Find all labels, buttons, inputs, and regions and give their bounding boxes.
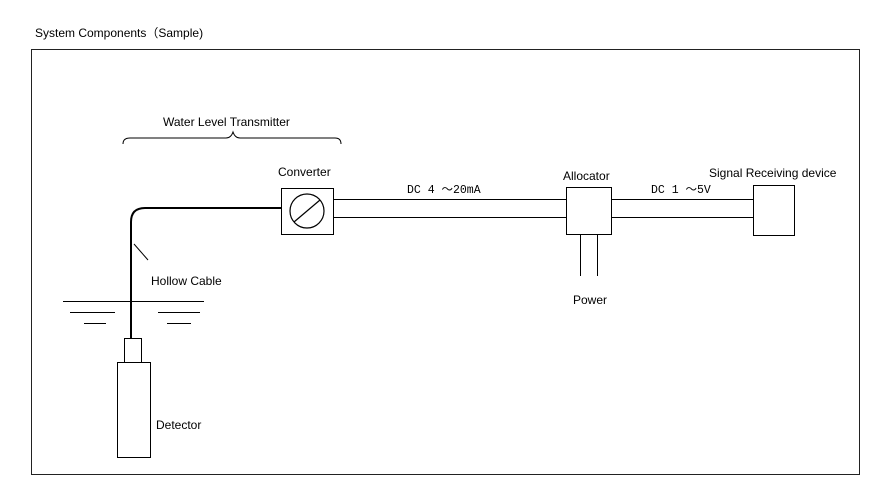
power-label: Power <box>573 293 608 307</box>
hollow-cable <box>130 207 281 338</box>
allocator-box <box>566 187 612 235</box>
diagram-title: System Components（Sample) <box>35 26 204 40</box>
signal-1-5v-label: DC 1 ～5V <box>651 184 711 197</box>
signal-line-1-5v <box>612 199 753 218</box>
signal-line-4-20ma <box>334 199 566 218</box>
signal-4-20ma-label: DC 4 ～20mA <box>407 184 481 197</box>
signal-receiving-device-box <box>753 185 795 236</box>
detector-label: Detector <box>156 418 202 432</box>
hollow-cable-label: Hollow Cable <box>151 274 222 288</box>
detector-connector <box>124 338 142 363</box>
water-level-transmitter-label: Water Level Transmitter <box>163 115 290 129</box>
diagram-frame <box>31 49 860 475</box>
signal-receiving-device-label: Signal Receiving device <box>709 166 837 180</box>
water-surface <box>63 301 204 324</box>
converter-dial-needle <box>293 199 321 223</box>
hollow-cable-pointer <box>133 243 149 261</box>
converter-label: Converter <box>278 165 331 179</box>
power-lines <box>580 235 598 276</box>
detector-body <box>117 362 151 458</box>
transmitter-brace <box>122 130 342 145</box>
allocator-label: Allocator <box>563 169 610 183</box>
converter-dial-icon <box>289 193 325 229</box>
